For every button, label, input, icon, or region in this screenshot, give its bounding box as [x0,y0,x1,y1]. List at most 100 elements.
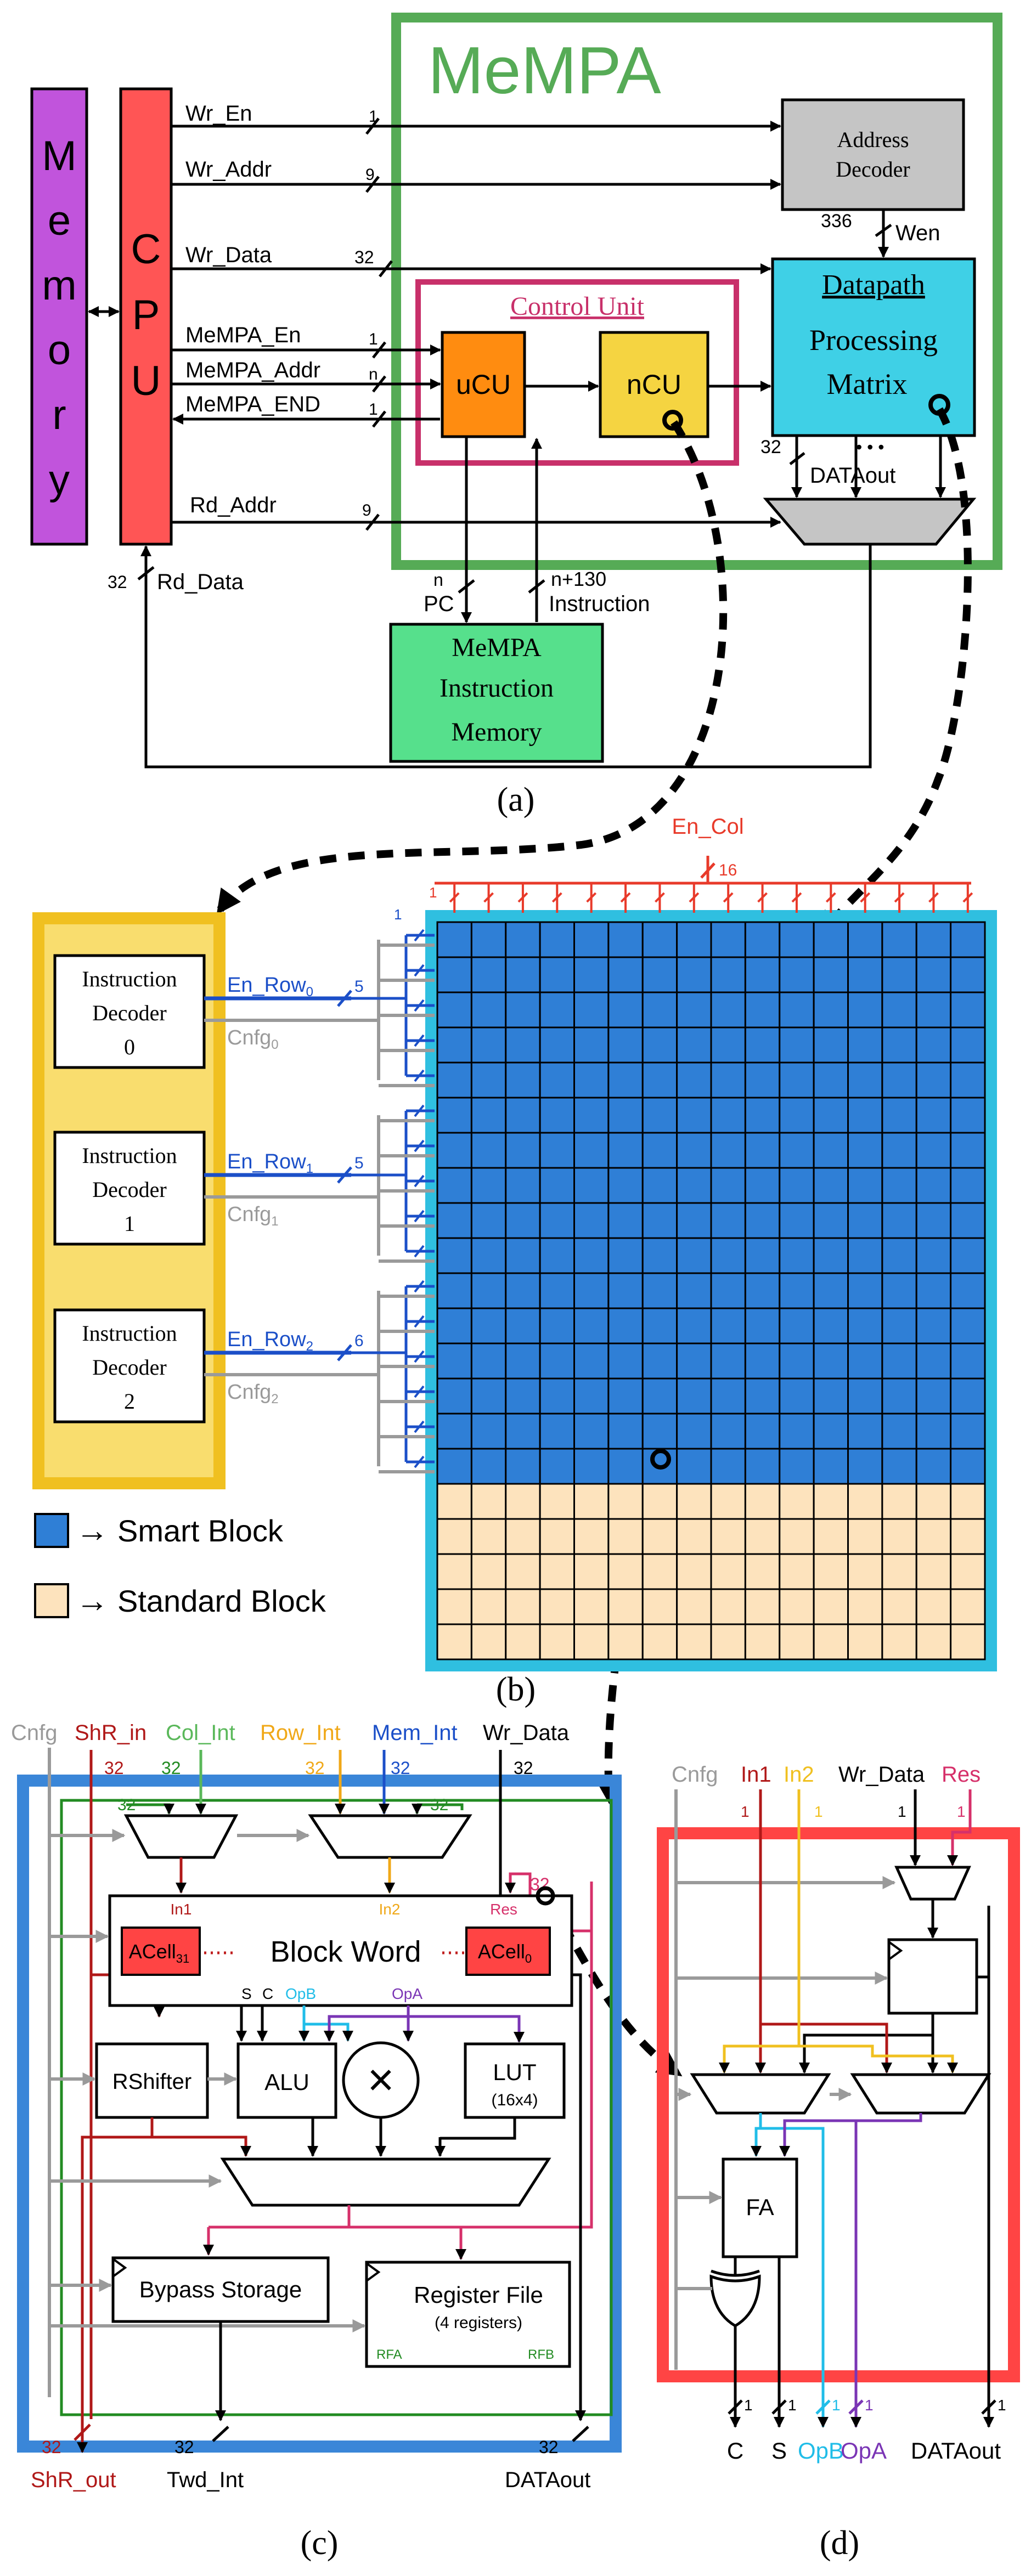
caption-a: (a) [497,781,535,818]
standard-block-cell [539,1518,575,1555]
smart-block-cell [950,1448,986,1485]
smart-block-cell [505,1413,541,1450]
smart-block-cell [710,1167,746,1204]
standard-block-cell [950,1518,986,1555]
smart-block-cell [470,1061,507,1099]
standard-block-cell [950,1623,986,1660]
smart-block-cell [950,991,986,1029]
en-row-slash [337,1166,352,1184]
smart-block-cell [436,1097,472,1134]
row-enable-fanout [351,929,435,1473]
standard-block-cell [744,1483,781,1520]
smart-block-cell [950,1307,986,1345]
smart-block-cell [505,1061,541,1099]
smart-block-cell [539,1413,575,1450]
en-row-slash [337,1344,352,1362]
regfile-clock [365,2262,381,2282]
c-right-mux-feedback [417,1803,464,1810]
standard-block-cell [539,1588,575,1625]
smart-block-cell [744,1132,781,1169]
smart-block-cell [744,1026,781,1064]
smart-block-cell [847,921,883,958]
c-shr-in-width: 32 [104,1758,124,1778]
standard-block-cell [470,1553,507,1590]
smart-block-cell [915,1061,952,1099]
c-opa-to-lut [408,2015,525,2043]
mempa-addr-label: MeMPA_Addr [185,358,320,382]
smart-block-cell [470,1377,507,1415]
smart-block-cell [436,956,472,993]
c-cnfg-label: Cnfg [11,1721,58,1745]
d-opa-label: OpA [841,2438,887,2464]
c-right-input-mux [308,1814,472,1859]
standard-block-cell [573,1553,610,1590]
smart-block-cell [813,1061,849,1099]
c-wr-data-width: 32 [514,1758,533,1778]
smart-block-cell [915,921,952,958]
d-in2-wire [719,1789,801,2074]
memory-block [30,87,88,546]
smart-block-cell [881,1413,917,1450]
smart-block-cell [710,1448,746,1485]
d-ff-to-mux-left [799,2013,934,2074]
standard-block-cell [676,1588,712,1625]
caption-d: (d) [820,2524,859,2562]
c-col-int-width: 32 [161,1758,181,1778]
smart-block-cell [950,1202,986,1239]
d-s-slash [771,2399,787,2415]
smart-block-cell [676,1097,712,1134]
smart-block-cell [915,1413,952,1450]
datapath-block [771,257,976,437]
cpu-letter: C [131,226,161,273]
en-row-tap-slash [414,1210,425,1223]
c-dataout-wire [572,1973,586,2421]
en-row-tap-slash [414,999,425,1012]
datapath-label-line1: Processing [809,324,938,357]
wr-en-slash [365,117,380,135]
smart-block-cell [710,1132,746,1169]
instruction-decoder-label: 0 [124,1035,135,1059]
memory-letter: M [42,133,76,179]
standard-block-cell [641,1483,678,1520]
standard-block-cell [881,1553,917,1590]
memory-letter: e [48,197,71,244]
standard-block-cell [710,1518,746,1555]
en-col-tap-slash [757,892,768,903]
smart-block-cell [641,956,678,993]
mempa-end-width: 1 [369,400,378,419]
smart-block-cell [950,1167,986,1204]
standard-block-cell [744,1588,781,1625]
en-row-label: En_Row1 [227,1150,313,1176]
ncu-label: nCU [627,369,681,400]
en-row-width: 5 [354,1154,364,1172]
smart-block-cell [881,1448,917,1485]
smart-block-cell [470,1307,507,1345]
smart-block-cell [505,991,541,1029]
smart-block-cell [607,1237,644,1274]
instruction-decoder-label: Decoder [92,1355,166,1380]
smart-block-cell [573,1202,610,1239]
smart-block-cell [539,1097,575,1134]
standard-block-cell [744,1553,781,1590]
smart-block-cell [676,1377,712,1415]
smart-block-cell [744,1167,781,1204]
smart-block-cell [847,1377,883,1415]
rd-data-slash [137,566,155,580]
smart-block-cell [813,991,849,1029]
d-res-label: Res [942,1762,981,1787]
smart-block-cell [676,1342,712,1380]
smart-block-cell [573,1097,610,1134]
smart-block-cell [607,1413,644,1450]
smart-block-cell [436,1061,472,1099]
register-file [365,2261,571,2368]
standard-block-cell [950,1483,986,1520]
smart-block-cell [744,921,781,958]
en-row-tap-slash [414,1139,425,1153]
smart-block-cell [539,1342,575,1380]
block-word-label: Block Word [270,1935,421,1968]
smart-block-cell [950,1413,986,1450]
standard-block-cell [813,1553,849,1590]
smart-block-cell [607,1307,644,1345]
standard-block-cell [847,1483,883,1520]
